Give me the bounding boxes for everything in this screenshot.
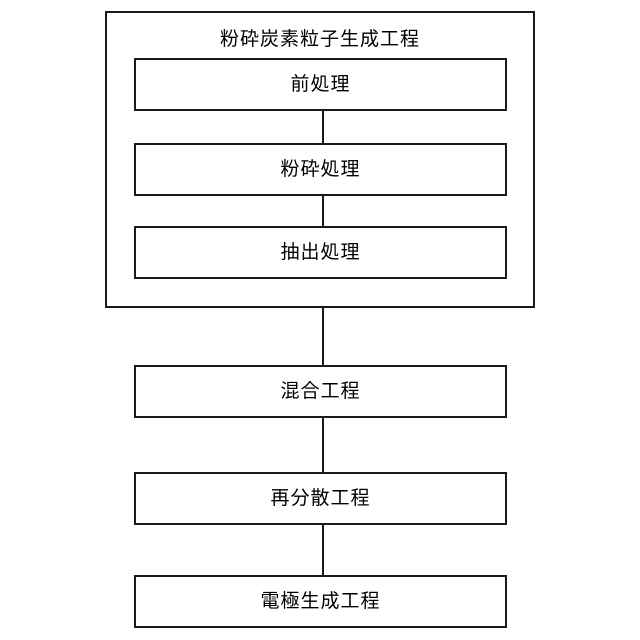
process-box-extract[interactable]: 抽出処理	[134, 226, 507, 279]
process-box-pulverize[interactable]: 粉砕処理	[134, 143, 507, 196]
connector-pretreatment-to-pulverize	[322, 110, 324, 144]
process-box-mixing[interactable]: 混合工程	[134, 365, 507, 418]
connector-redisperse-to-electrode	[322, 524, 324, 576]
process-box-label: 混合工程	[280, 380, 361, 402]
process-box-label: 抽出処理	[280, 241, 361, 263]
process-box-electrode[interactable]: 電極生成工程	[134, 575, 507, 628]
connector-pulverize-to-extract	[322, 195, 324, 227]
process-box-label: 前処理	[290, 73, 351, 95]
connector-mixing-to-redisperse	[322, 417, 324, 473]
group-title: 粉砕炭素粒子生成工程	[219, 28, 420, 50]
process-box-redisperse[interactable]: 再分散工程	[134, 472, 507, 525]
process-box-pretreatment[interactable]: 前処理	[134, 58, 507, 111]
connector-group-to-mixing	[322, 307, 324, 366]
process-box-label: 粉砕処理	[280, 158, 361, 180]
process-box-label: 再分散工程	[270, 487, 371, 509]
process-box-label: 電極生成工程	[260, 590, 381, 612]
